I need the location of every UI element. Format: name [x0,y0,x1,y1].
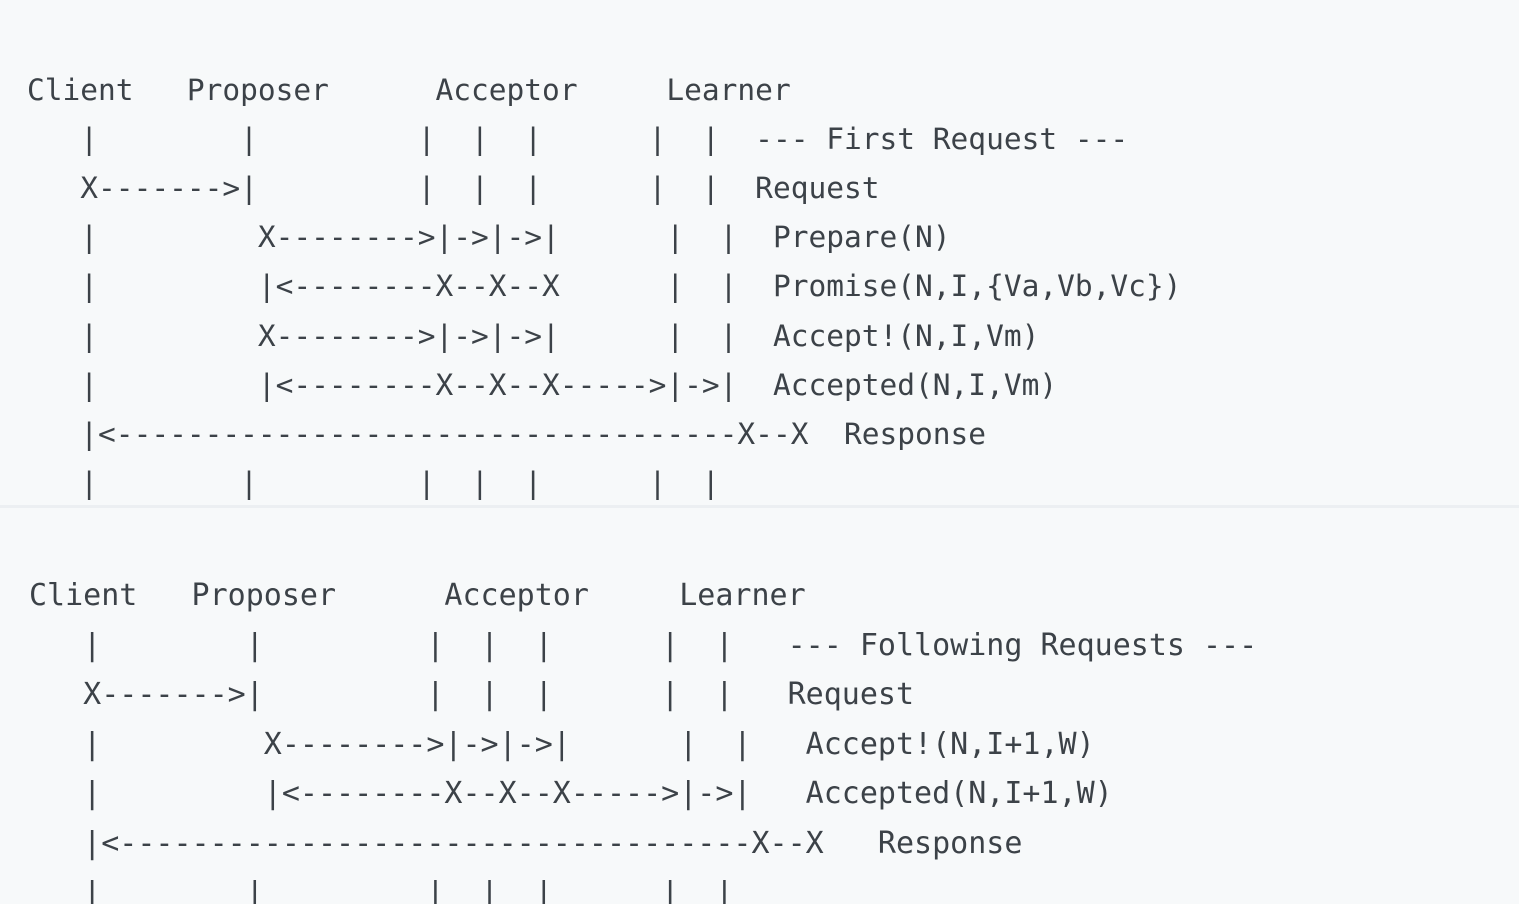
ascii-sequence-diagram-first-request: Client Proposer Acceptor Learner | | | |… [27,72,1182,501]
sequence-block-following-requests: Client Proposer Acceptor Learner | | | |… [0,508,1519,904]
block-divider [0,505,1519,508]
ascii-sequence-diagram-following-requests: Client Proposer Acceptor Learner | | | |… [29,578,1258,904]
sequence-block-first-request: Client Proposer Acceptor Learner | | | |… [27,72,1182,501]
